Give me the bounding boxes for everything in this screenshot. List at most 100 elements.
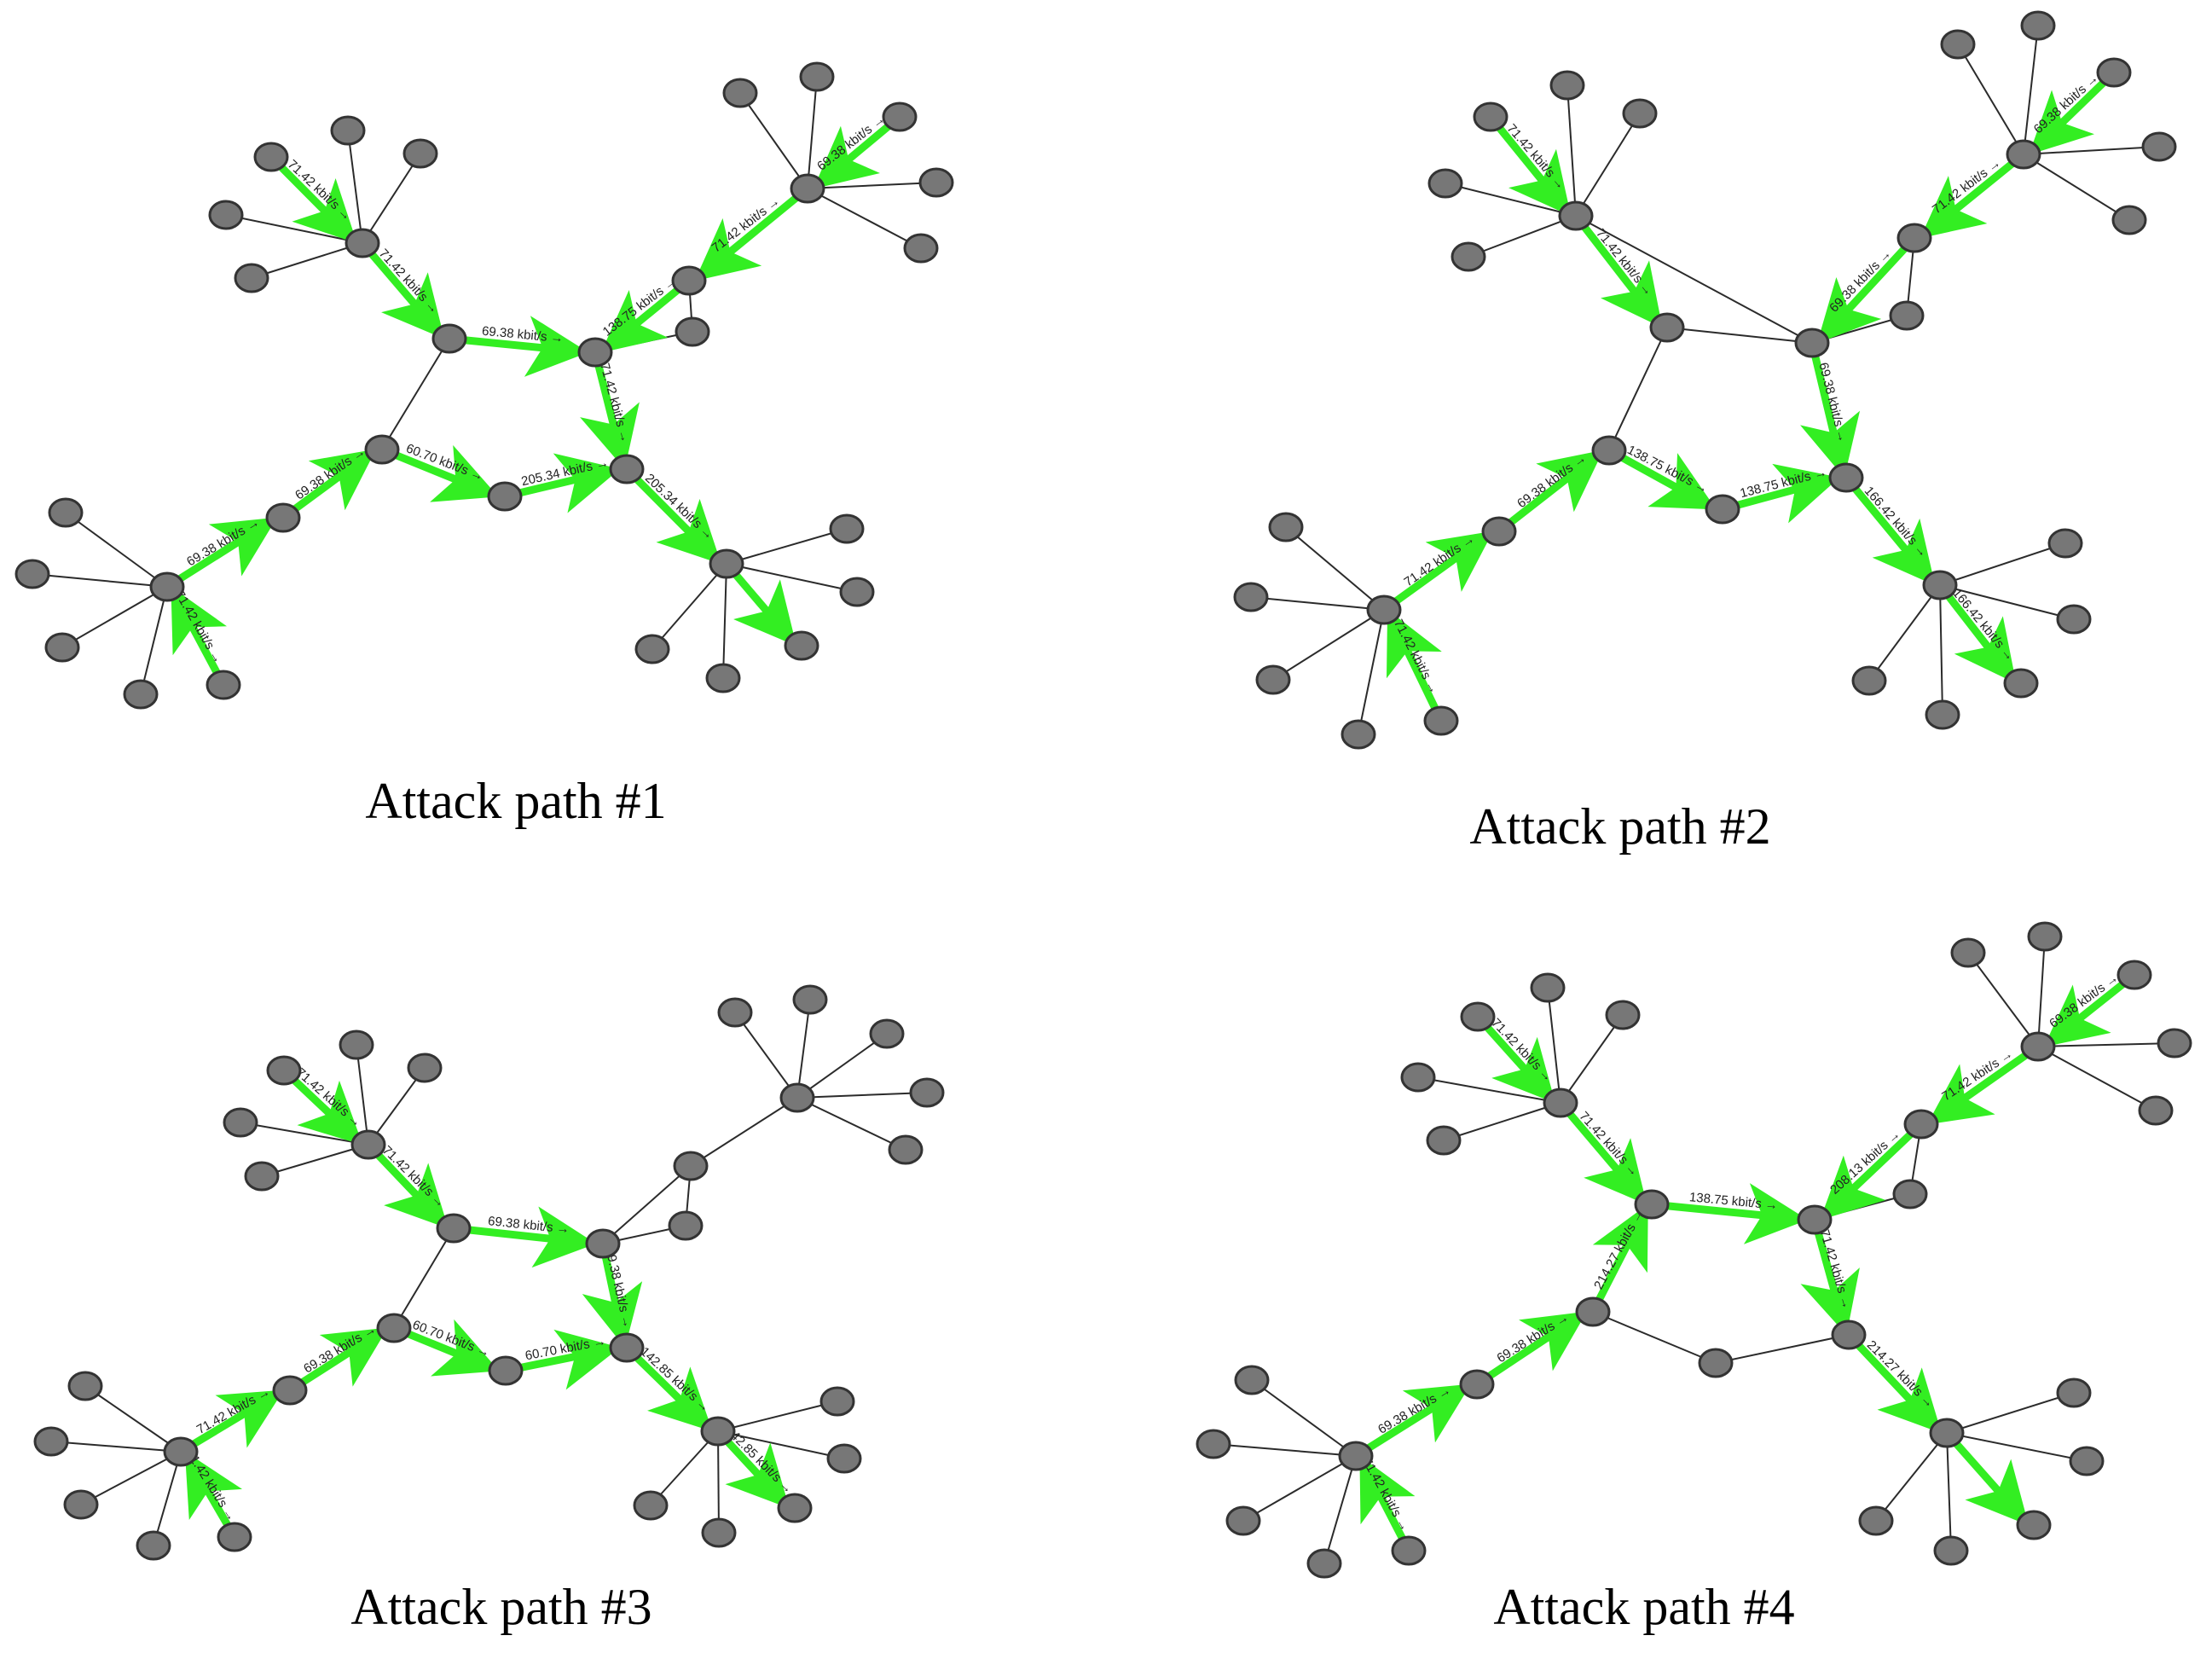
network-node [705,663,741,693]
network-node [1649,312,1685,343]
caption-attack-path-4: Attack path #4 [1493,1579,1795,1635]
network-node [777,1493,813,1523]
network-node [1341,719,1376,750]
network-link [80,1451,182,1505]
rate-label: 214.27 kbit/s → [1864,1337,1937,1411]
network-node [1391,1535,1427,1566]
network-node [1255,664,1291,695]
network-node [673,1151,709,1181]
network-node [909,1077,945,1108]
network-link [393,1227,455,1329]
network-node [577,337,613,368]
attack-path-edge [1718,463,1840,524]
attack-path-edge [1800,1215,1860,1336]
rate-label: 69.38 kbit/s → [292,444,368,502]
network-link [2023,154,2130,221]
network-link [690,1097,798,1167]
network-node [888,1134,924,1165]
network-node [234,263,269,293]
network-node [436,1213,472,1244]
network-node [1705,494,1740,525]
rate-label: 71.42 kbit/s → [1488,1016,1555,1085]
network-node [487,481,523,512]
network-link [153,1451,182,1546]
network-node [407,1053,443,1083]
network-node [1423,705,1459,736]
rate-label: 71.42 kbit/s → [1504,121,1569,193]
network-node [1858,1505,1894,1536]
network-link [717,1401,838,1432]
network-node [1460,1001,1496,1032]
attack-path-edge [1936,581,2017,684]
rate-label: 71.42 kbit/s → [1391,617,1441,696]
rate-label: 69.38 kbit/s → [301,1322,379,1377]
network-node [14,559,50,589]
network-node [253,142,289,172]
network-node [1549,70,1585,101]
network-link [1547,987,1561,1104]
attack-path-edge [1820,1120,1925,1221]
network-node [350,1129,386,1160]
attack-path-edge [1605,446,1717,510]
network-node [272,1375,308,1406]
attack-path-edge [163,517,277,591]
network-link [1939,584,2075,620]
network-node [265,502,301,533]
network-link [739,92,808,189]
attack-path-edge [267,153,357,244]
rate-label: 71.42 kbit/s → [1593,226,1656,299]
network-node [2047,528,2083,559]
network-link [261,1144,369,1177]
network-node [206,670,241,700]
attack-path-edge [1495,450,1604,536]
network-link [2037,936,2046,1047]
rate-label: 71.42 kbit/s → [285,157,354,223]
network-node [431,323,467,354]
network-node [1268,512,1304,542]
attack-path-edge [1556,1099,1647,1205]
network-node [2141,131,2177,162]
network-node [345,228,380,258]
network-link [1592,1311,1717,1364]
attack-path-edge [622,465,721,565]
network-link [347,130,363,244]
rate-label: 71.42 kbit/s → [1930,156,2004,218]
network-link [1560,1014,1624,1104]
network-node [701,1517,737,1548]
network-node [1896,223,1932,253]
network-node [2016,1510,2052,1540]
attack-path-edge [2029,68,2118,155]
network-link [1468,215,1577,258]
attack-path-edge [286,1327,388,1395]
network-link [796,999,811,1099]
network-node [2157,1028,2192,1058]
attack-path-edge [445,316,589,377]
network-link [1323,1455,1357,1564]
network-link [1957,44,2024,155]
network-link [1272,609,1385,681]
network-node [2111,205,2147,235]
network-node [829,513,865,544]
network-node [709,548,744,579]
network-node [1481,516,1517,547]
network-node [609,1332,645,1363]
attack-path-edge [600,276,693,353]
attack-path-edge [1816,234,1919,344]
network-node [779,1082,815,1113]
rate-label: 71.42 kbit/s → [194,1384,273,1437]
rate-label: 69.38 kbit/s → [602,1246,634,1329]
network-link [1250,596,1385,611]
network-node [266,1055,302,1086]
network-node [700,1416,736,1447]
attack-path-edge [1926,1042,2042,1125]
network-node [1306,1548,1342,1579]
attack-path-edge [1647,1183,1809,1244]
network-link [807,188,922,249]
network-node [1591,435,1627,466]
network-link [2023,25,2039,155]
rate-label: 71.42 kbit/s → [293,1065,364,1130]
network-node [2096,57,2132,88]
network-node [633,1490,669,1521]
network-node [1892,1179,1928,1209]
attack-path-edge [1943,1429,2030,1526]
